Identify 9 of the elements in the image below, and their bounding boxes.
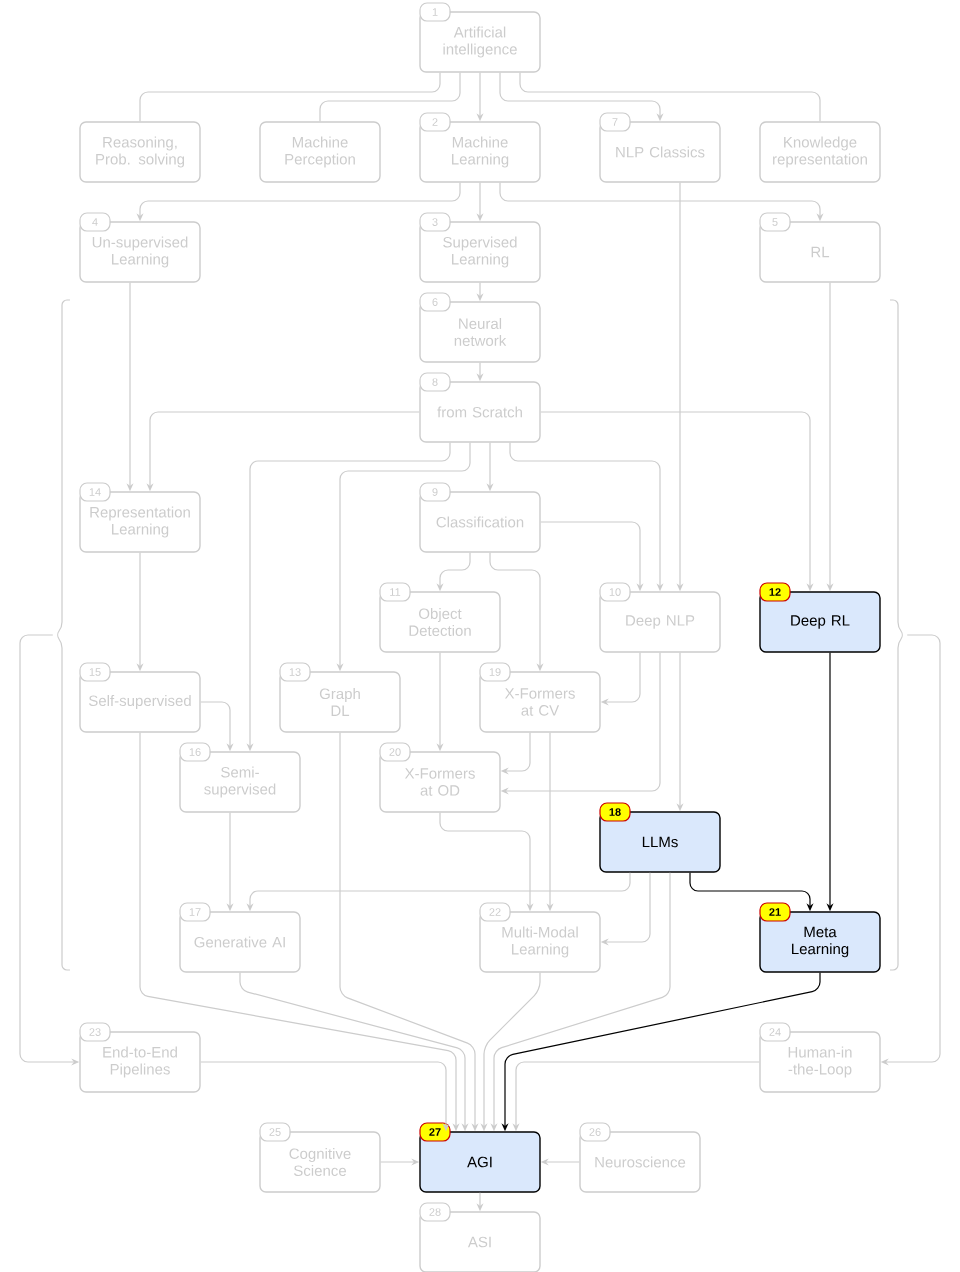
connector-line bbox=[139, 72, 441, 122]
number-badge: 12 bbox=[759, 582, 791, 602]
number-badge: 18 bbox=[599, 802, 631, 822]
bracket bbox=[57, 299, 71, 971]
connector-line bbox=[519, 72, 821, 122]
connector-line bbox=[319, 72, 461, 122]
number-badge: 27 bbox=[419, 1122, 451, 1142]
bracket bbox=[889, 299, 903, 971]
number-badge: 21 bbox=[759, 902, 791, 922]
